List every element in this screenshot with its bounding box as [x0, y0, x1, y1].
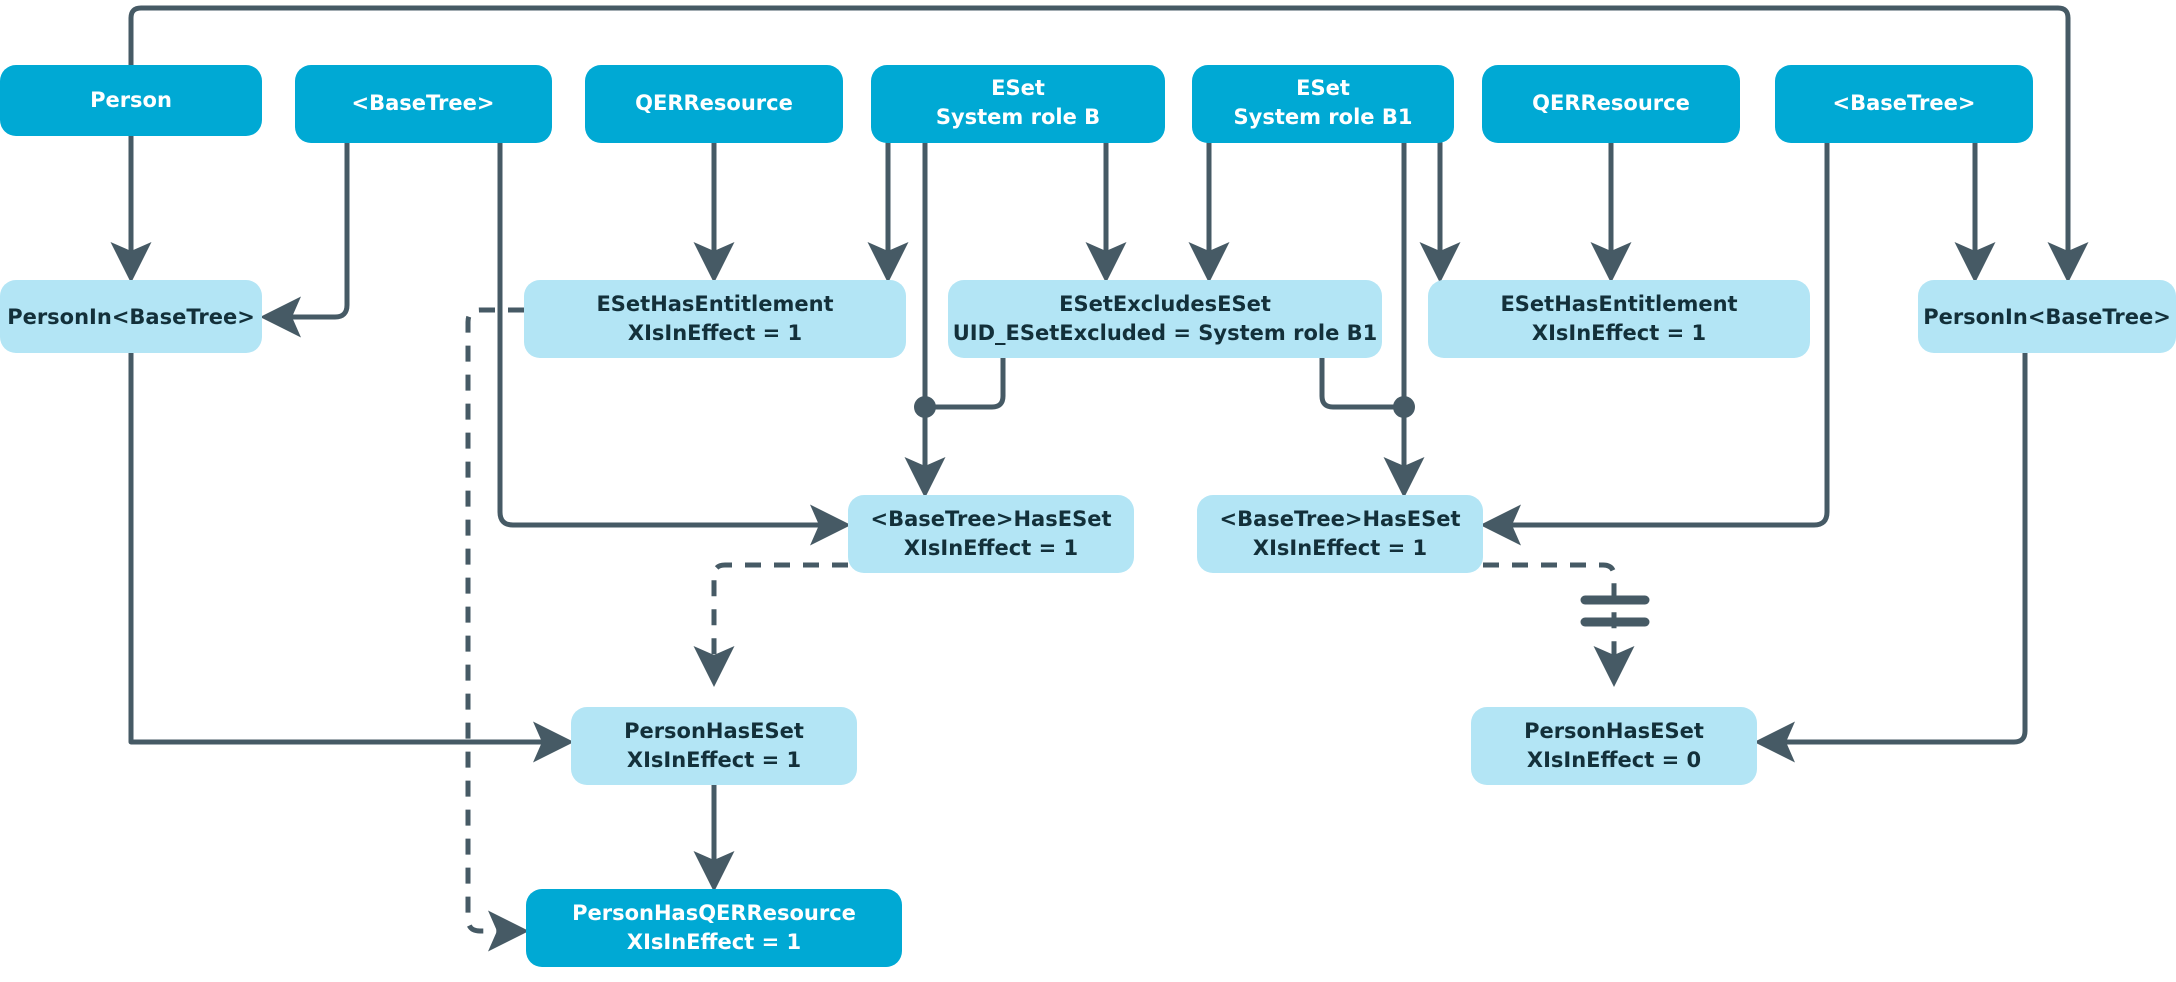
- node-basetreehaseset-right-label-1: <BaseTree>HasESet: [1220, 507, 1461, 531]
- node-esethasentitlement-right-label-2: XIsInEffect = 1: [1532, 321, 1706, 345]
- node-esethasentitlement-left-label-1: ESetHasEntitlement: [596, 292, 833, 316]
- edge-esetexcludeseset-to-eset-b-trunk: [922, 355, 1006, 410]
- node-qerresource-right[interactable]: QERResource: [1482, 65, 1740, 143]
- node-basetree-left[interactable]: <BaseTree>: [295, 65, 552, 143]
- node-personin-basetree-left-label: PersonIn<BaseTree>: [7, 305, 255, 329]
- node-esethasentitlement-right[interactable]: ESetHasEntitlement XIsInEffect = 1: [1428, 280, 1810, 358]
- node-personhaseset-left-label-2: XIsInEffect = 1: [627, 748, 801, 772]
- junction-dot-left: [914, 396, 936, 418]
- node-basetreehaseset-left-label-1: <BaseTree>HasESet: [871, 507, 1112, 531]
- node-esetexcludeseset[interactable]: ESetExcludesESet UID_ESetExcluded = Syst…: [948, 280, 1382, 358]
- node-personin-basetree-right-label: PersonIn<BaseTree>: [1923, 305, 2171, 329]
- node-esethasentitlement-right-label-1: ESetHasEntitlement: [1500, 292, 1737, 316]
- node-eset-system-role-b1-label-2: System role B1: [1234, 105, 1413, 129]
- node-personhasqerresource-label-1: PersonHasQERResource: [572, 901, 856, 925]
- edge-esetexcludeseset-to-eset-b1-trunk: [1319, 355, 1407, 410]
- node-layer: Person <BaseTree> QERResource ESet Syste…: [0, 65, 2176, 967]
- node-eset-system-role-b-label-2: System role B: [936, 105, 1100, 129]
- node-esethasentitlement-left-label-2: XIsInEffect = 1: [628, 321, 802, 345]
- node-person-label: Person: [90, 88, 172, 112]
- node-basetreehaseset-right-label-2: XIsInEffect = 1: [1253, 536, 1427, 560]
- node-qerresource-right-label: QERResource: [1532, 91, 1690, 115]
- node-basetree-left-label: <BaseTree>: [352, 91, 495, 115]
- junction-dot-right: [1393, 396, 1415, 418]
- edge-basetree-left-to-basetreehaseset-left: [497, 140, 852, 546]
- node-esethasentitlement-left[interactable]: ESetHasEntitlement XIsInEffect = 1: [524, 280, 906, 358]
- node-esetexcludeseset-label-1: ESetExcludesESet: [1059, 292, 1271, 316]
- node-personhasqerresource-label-2: XIsInEffect = 1: [627, 930, 801, 954]
- node-personhaseset-right-label-2: XIsInEffect = 0: [1527, 748, 1701, 772]
- node-esetexcludeseset-label-2: UID_ESetExcluded = System role B1: [953, 321, 1378, 345]
- node-personin-basetree-left[interactable]: PersonIn<BaseTree>: [0, 280, 262, 353]
- node-basetreehaseset-left[interactable]: <BaseTree>HasESet XIsInEffect = 1: [848, 495, 1134, 573]
- edge-dashed-esethasentitlement-left-to-personhasqerresource: [465, 307, 530, 952]
- edge-layer: [110, 5, 2089, 952]
- node-basetree-right-label: <BaseTree>: [1833, 91, 1976, 115]
- node-qerresource-left[interactable]: QERResource: [585, 65, 843, 143]
- node-personhasqerresource[interactable]: PersonHasQERResource XIsInEffect = 1: [526, 889, 902, 967]
- node-basetree-right[interactable]: <BaseTree>: [1775, 65, 2033, 143]
- node-personhaseset-right[interactable]: PersonHasESet XIsInEffect = 0: [1471, 707, 1757, 785]
- node-eset-system-role-b-label-1: ESet: [991, 76, 1045, 100]
- node-eset-system-role-b[interactable]: ESet System role B: [871, 65, 1165, 143]
- edge-basetree-right-to-basetreehaseset-right: [1479, 140, 1830, 546]
- edge-dashed-basetreehaseset-left-to-personhaseset-left: [693, 562, 848, 688]
- node-basetreehaseset-left-label-2: XIsInEffect = 1: [904, 536, 1078, 560]
- node-personin-basetree-right[interactable]: PersonIn<BaseTree>: [1918, 280, 2176, 353]
- node-qerresource-left-label: QERResource: [635, 91, 793, 115]
- node-personhaseset-left-label-1: PersonHasESet: [624, 719, 804, 743]
- edge-person-top-to-personin-right: [128, 5, 2089, 284]
- node-eset-system-role-b1[interactable]: ESet System role B1: [1192, 65, 1454, 143]
- edge-personin-left-to-personhaseset-left: [128, 350, 575, 763]
- edge-basetree-left-to-personin-left: [259, 140, 350, 338]
- node-person[interactable]: Person: [0, 65, 262, 136]
- edge-dashed-basetreehaseset-right-to-personhaseset-right: [1483, 562, 1635, 688]
- edge-personin-right-to-personhaseset-right: [1753, 350, 2028, 763]
- node-personhaseset-left[interactable]: PersonHasESet XIsInEffect = 1: [571, 707, 857, 785]
- node-eset-system-role-b1-label-1: ESet: [1296, 76, 1350, 100]
- node-basetreehaseset-right[interactable]: <BaseTree>HasESet XIsInEffect = 1: [1197, 495, 1483, 573]
- node-personhaseset-right-label-1: PersonHasESet: [1524, 719, 1704, 743]
